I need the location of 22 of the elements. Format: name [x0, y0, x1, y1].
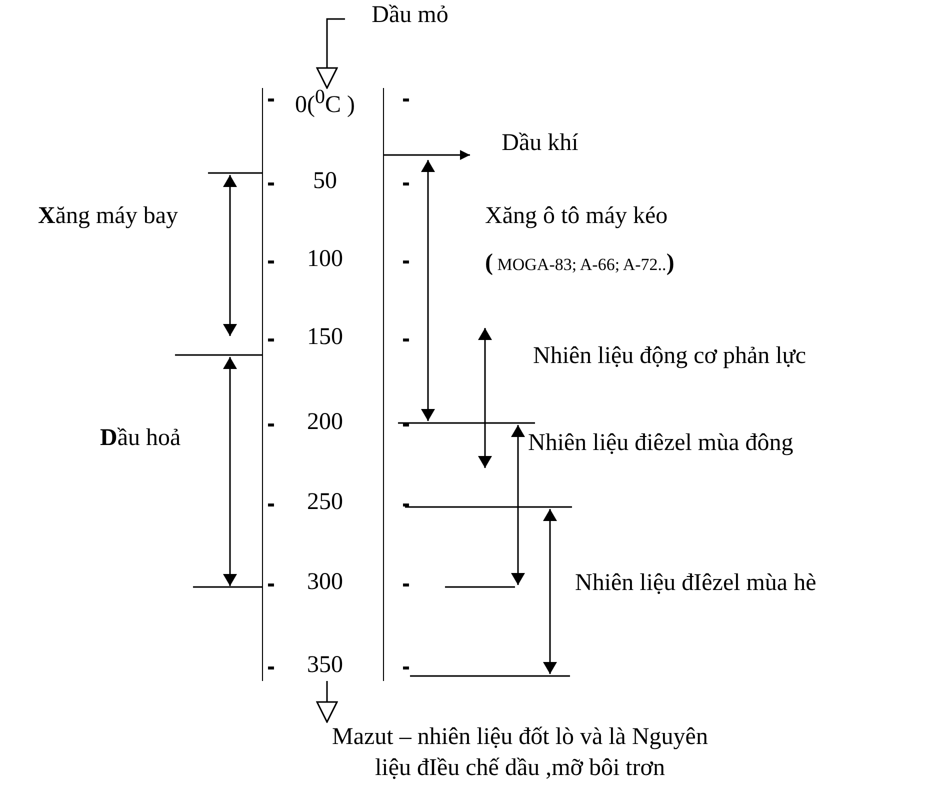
- arrow: [384, 150, 470, 160]
- scale-value: 350: [307, 652, 343, 680]
- distillation-column: [262, 88, 384, 681]
- scale-value: 100: [307, 246, 343, 274]
- fraction-label: Nhiên liệu điêzel mùa đông: [528, 430, 794, 458]
- source-label: Dầu mỏ: [345, 0, 475, 38]
- product-label: Dầu khí: [470, 128, 610, 166]
- fraction-label: Dầu hoả: [100, 425, 181, 453]
- scale-value: 150: [307, 324, 343, 352]
- grade-note: ( MOGA-83; A-66; A-72..): [485, 250, 674, 278]
- scale-value: 250: [307, 489, 343, 517]
- fraction-label: Xăng ô tô máy kéo: [485, 203, 668, 231]
- fraction-label: Nhiên liệu đIêzel mùa hè: [575, 570, 816, 598]
- scale-value: 50: [313, 168, 337, 196]
- product-label: Mazut – nhiên liệu đốt lò và là Nguyên liệu đIều chế dầu ,mỡ bôi trơn: [320, 722, 720, 804]
- arrow: [316, 681, 338, 723]
- scale-value: 0($^{0}$C ): [295, 86, 355, 120]
- arrow: [316, 18, 345, 89]
- fraction-label: Xăng máy bay: [38, 203, 178, 231]
- scale-value: 200: [307, 409, 343, 437]
- scale-value: 300: [307, 569, 343, 597]
- fraction-label: Nhiên liệu động cơ phản lực: [533, 343, 806, 371]
